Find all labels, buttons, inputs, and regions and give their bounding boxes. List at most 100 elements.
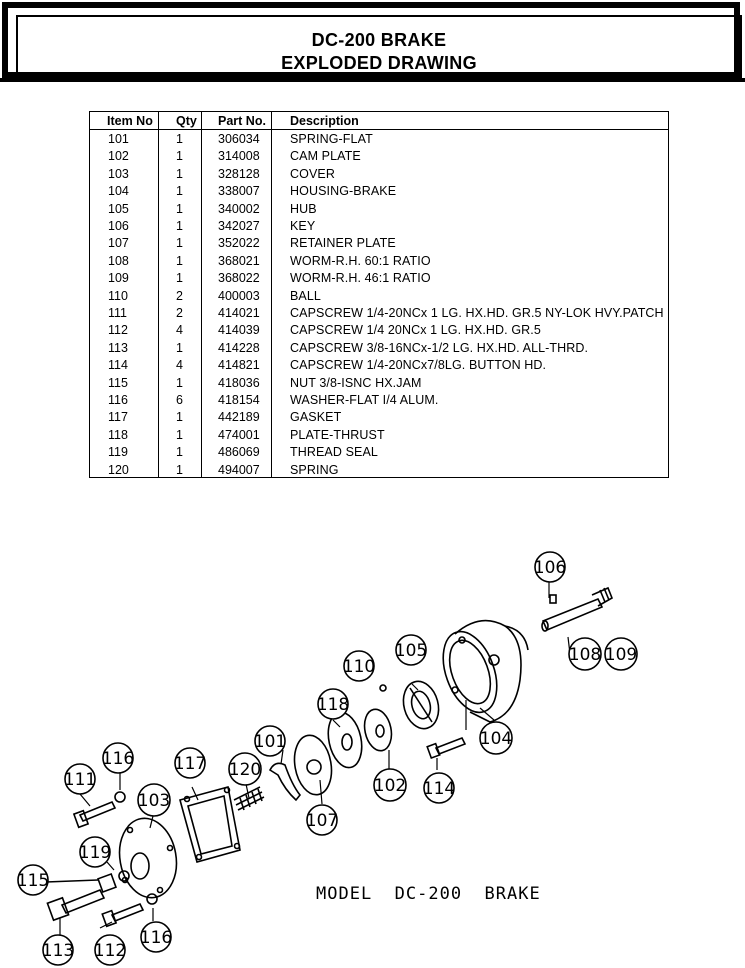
cell-desc: HOUSING-BRAKE [290,184,397,199]
cell-desc: GASKET [290,410,342,425]
cell-part: 474001 [218,427,260,442]
callout-107: 107 [306,811,338,831]
cell-item: 112 [108,323,128,338]
cell-qty: 2 [176,288,183,303]
worm-shaft-part [541,586,614,632]
cell-part: 314008 [218,149,260,164]
cell-item: 111 [108,306,128,320]
title-inner-frame: DC-200 BRAKE EXPLODED DRAWING [16,15,742,79]
cell-qty: 1 [176,410,183,425]
callout-101-circle [254,725,286,757]
cell-qty: 1 [176,236,183,251]
cell-desc: BALL [290,288,321,303]
column-divider [201,112,202,477]
callout-118-circle [317,688,349,720]
callout-104-circle [479,721,513,755]
callout-119: 119 [79,843,111,863]
table-row: 118 1 474001 PLATE-THRUST [90,427,668,444]
hub-part [402,680,440,730]
cell-item: 113 [108,340,128,355]
cell-desc: CAM PLATE [290,149,361,164]
callout-107-circle [306,804,338,836]
cell-desc: CAPSCREW 3/8-16NCx-1/2 LG. HX.HD. ALL-TH… [290,340,589,355]
cell-desc: THREAD SEAL [290,445,378,460]
capscrew-113-part [46,888,106,922]
cell-desc: KEY [290,219,316,233]
cell-item: 104 [108,184,129,199]
callout-116b-circle [140,921,172,953]
cell-part: 338007 [218,184,260,199]
capscrew-112-part [101,893,158,928]
callout-115: 115 [17,871,49,891]
cell-qty: 1 [176,427,183,442]
callout-113: 113 [42,941,74,961]
cell-desc: CAPSCREW 1/4-20NCx7/8LG. BUTTON HD. [290,358,547,373]
nut-part [45,870,130,893]
callout-labels: 106 108 109 105 110 118 104 101 120 117 … [17,558,637,961]
cell-item: 118 [108,427,128,442]
callout-108: 108 [569,645,601,665]
callout-106: 106 [534,558,566,578]
cell-part: 494007 [218,462,260,477]
cell-item: 115 [108,375,128,390]
callout-117-circle [174,747,206,779]
cell-qty: 1 [176,340,183,355]
column-divider [271,112,272,477]
callout-112-circle [94,934,126,966]
leader-lines [59,580,571,935]
callout-116-top: 116 [102,749,134,769]
capscrew-114-part [426,736,467,760]
cell-part: 414039 [218,323,260,338]
cell-part: 414228 [218,340,260,355]
callout-112: 112 [94,941,126,961]
cover-part [118,817,178,899]
cell-desc: PLATE-THRUST [290,427,385,442]
callout-110: 110 [343,657,375,677]
header-qty: Qty [176,114,197,128]
callout-115-circle [17,864,49,896]
callouts [17,551,638,966]
callout-117: 117 [174,754,206,774]
title-frame: DC-200 BRAKE EXPLODED DRAWING [2,2,742,79]
cell-qty: 1 [176,253,183,268]
flat-spring-part [268,762,302,802]
cell-part: 342027 [218,219,260,233]
cell-item: 109 [108,271,129,286]
capscrew-111-part [72,791,126,829]
callout-106-circle [534,551,566,583]
cell-qty: 1 [176,375,183,390]
cell-qty: 4 [176,358,183,373]
cell-qty: 2 [176,306,183,320]
column-divider [158,112,159,477]
cell-desc: SPRING [290,462,339,477]
cell-desc: SPRING-FLAT [290,132,373,146]
header-item-no: Item No [107,114,153,128]
cell-item: 120 [108,462,129,477]
cell-part: 352022 [218,236,260,251]
exploded-drawing: 106 108 109 105 110 118 104 101 120 117 … [17,551,638,966]
housing-part [442,619,529,723]
callout-108-circle [568,637,602,671]
callout-102: 102 [374,776,406,796]
cell-qty: 1 [176,184,183,199]
retainer-plate-part [293,734,333,796]
table-row: 104 1 338007 HOUSING-BRAKE [90,183,668,200]
callout-120-circle [228,752,262,786]
cell-qty: 6 [176,393,183,407]
cell-desc: NUT 3/8-ISNC HX.JAM [290,375,422,390]
cell-item: 101 [108,132,129,146]
cell-qty: 1 [176,445,183,460]
cell-part: 414821 [218,358,260,373]
